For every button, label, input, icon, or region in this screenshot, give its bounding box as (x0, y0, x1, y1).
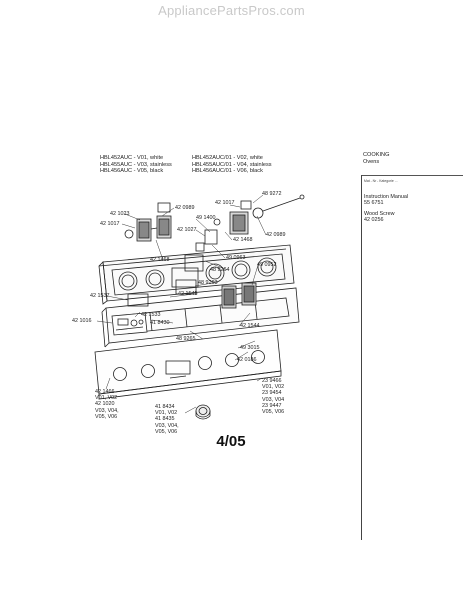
model-line: HBL456AUC/01 - V06, black (192, 168, 263, 175)
side-item-number: 55 6751 (364, 200, 384, 207)
switch-cluster-lower (127, 254, 257, 309)
callout-42-1468-top: 42 1468 (233, 237, 253, 243)
front-fascia (94, 329, 282, 400)
callout-42-1023: 42 1023 (110, 211, 130, 217)
callout-42-1533: 42 1533 (141, 312, 161, 318)
switch-cluster-left (124, 202, 172, 242)
model-line: HBL455AUC - V03, stainless (100, 161, 172, 168)
callout-49-0963: 49 0963 (226, 255, 246, 261)
watermark: AppliancePartsPros.com (158, 3, 305, 18)
side-item-label: Wood Screw (364, 211, 395, 217)
callout-49-3015: 49 3015 (240, 345, 260, 351)
callout-42-1468-mid: 42 1468 (150, 257, 170, 263)
category-sub: Ovens (363, 158, 380, 165)
model-line: HBL455AUC/01 - V04, stainless (192, 161, 272, 168)
side-item-label: Instruction Manual (364, 194, 409, 200)
model-line: HBL452AUC/01 - V02, white (192, 155, 263, 161)
model-list-left: HBL452AUC - V01, white HBL455AUC - V03, … (100, 155, 172, 175)
page-number: 4/05 (216, 433, 246, 450)
control-knob (195, 404, 211, 420)
category-label: COOKING Ovens (363, 152, 389, 165)
model-line: HBL456AUC - V05, black (100, 168, 164, 175)
callout-42-1016: 42 1016 (72, 318, 92, 324)
callout-42-1545: 42 1545 (178, 291, 198, 297)
model-line: HBL452AUC - V01, white (100, 155, 164, 161)
callout-48-9264: 48 9264 (210, 267, 230, 273)
side-header: Mat - Nr - Kategorie ... (364, 178, 398, 184)
callout-42-0989-left: 42 0989 (175, 205, 195, 211)
callout-41-8430: 41 8430 (150, 320, 170, 326)
callout-42-1537: 42 1537 (90, 293, 110, 299)
side-part-instruction-manual: Instruction Manual 55 6751 (364, 194, 408, 207)
callout-48-9265: 48 9265 (176, 336, 196, 342)
callout-knob-variants: 41 8434 V01, V02 41 8435 V03, V04, V05, … (155, 404, 179, 435)
side-item-number: 42 0256 (364, 217, 384, 224)
callout-42-0186: 42 0186 (237, 357, 257, 363)
header-rule (361, 175, 463, 176)
category-name: COOKING (363, 152, 390, 158)
callout-42-0989-right: 42 0989 (266, 232, 286, 238)
callout-49-1400: 49 1400 (196, 215, 216, 221)
side-divider (361, 175, 362, 540)
callout-48-9263: 48 9263 (198, 280, 218, 286)
callout-49-0952: 49 0952 (257, 262, 277, 268)
side-part-wood-screw: Wood Screw 42 0256 (364, 211, 394, 224)
callout-48-9272: 48 9272 (262, 191, 282, 197)
callout-panel-variants: 23 9466 V01, V02 23 9454 V03, V04 23 944… (262, 378, 285, 416)
model-list-right: HBL452AUC/01 - V02, white HBL455AUC/01 -… (192, 155, 272, 175)
callout-42-1017-left: 42 1017 (100, 221, 120, 227)
callout-42-1027: 42 1027 (177, 227, 197, 233)
callout-42-1544: 42 1544 (240, 323, 260, 329)
leader-lines (96, 194, 267, 414)
callout-fascia-variants: 42 1466 V01, V02 42 1020 V03, V04, V05, … (95, 389, 119, 420)
callout-42-1017-top: 42 1017 (215, 200, 235, 206)
side-header-text: Mat - Nr - Kategorie ... (364, 179, 398, 183)
clock-module (111, 312, 148, 336)
